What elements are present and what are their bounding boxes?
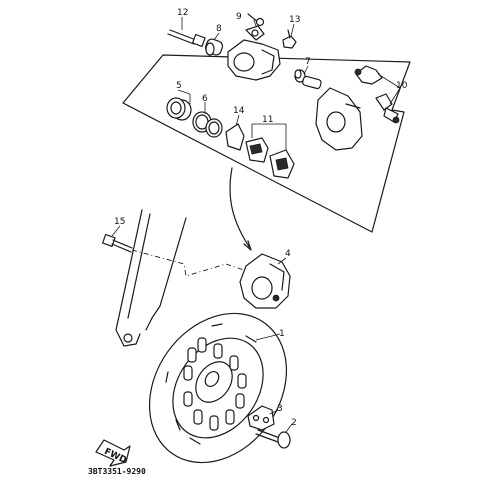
callout-4: 4	[285, 249, 291, 259]
callout-5: 5	[176, 81, 182, 91]
callout-14: 14	[233, 106, 245, 116]
assembly-arrow	[229, 167, 251, 249]
caliper-body-upper	[227, 25, 281, 81]
brake-disc-1	[148, 312, 288, 464]
fork-leg	[115, 209, 187, 347]
forward-arrow-icon: FWD	[95, 439, 131, 467]
caliper-bracket	[315, 87, 363, 151]
seal-6	[192, 111, 223, 138]
group-outline	[122, 54, 411, 233]
disc-bolt-2	[255, 429, 291, 449]
lock-washer-3	[247, 405, 275, 431]
brake-pads-11	[245, 137, 295, 179]
leader-lines-upper	[177, 17, 401, 150]
callout-2: 2	[291, 418, 297, 428]
pad-spring-10	[354, 65, 400, 124]
callout-11: 11	[262, 115, 273, 125]
sleeve-8	[204, 38, 224, 56]
cap-13	[282, 29, 297, 49]
callout-9: 9	[236, 12, 242, 22]
callout-7: 7	[305, 57, 311, 67]
washer-7-group	[294, 69, 322, 90]
piston-5	[166, 97, 192, 121]
callout-1: 1	[279, 329, 285, 339]
leader-lines-lower	[255, 333, 293, 433]
bolt-15	[101, 225, 133, 253]
callout-10: 10	[396, 81, 408, 91]
bleed-screw-9	[247, 13, 265, 27]
shim-14	[225, 123, 245, 151]
callout-6: 6	[202, 94, 208, 104]
callout-12: 12	[177, 8, 188, 18]
callout-8: 8	[216, 24, 222, 34]
caliper-assembly-4	[239, 253, 291, 309]
callout-3: 3	[277, 404, 283, 414]
drawing-code: 3BT3351-9290	[88, 467, 146, 476]
callout-15: 15	[114, 217, 125, 227]
callout-13: 13	[289, 15, 300, 25]
caliper-bolt-12	[167, 29, 206, 48]
